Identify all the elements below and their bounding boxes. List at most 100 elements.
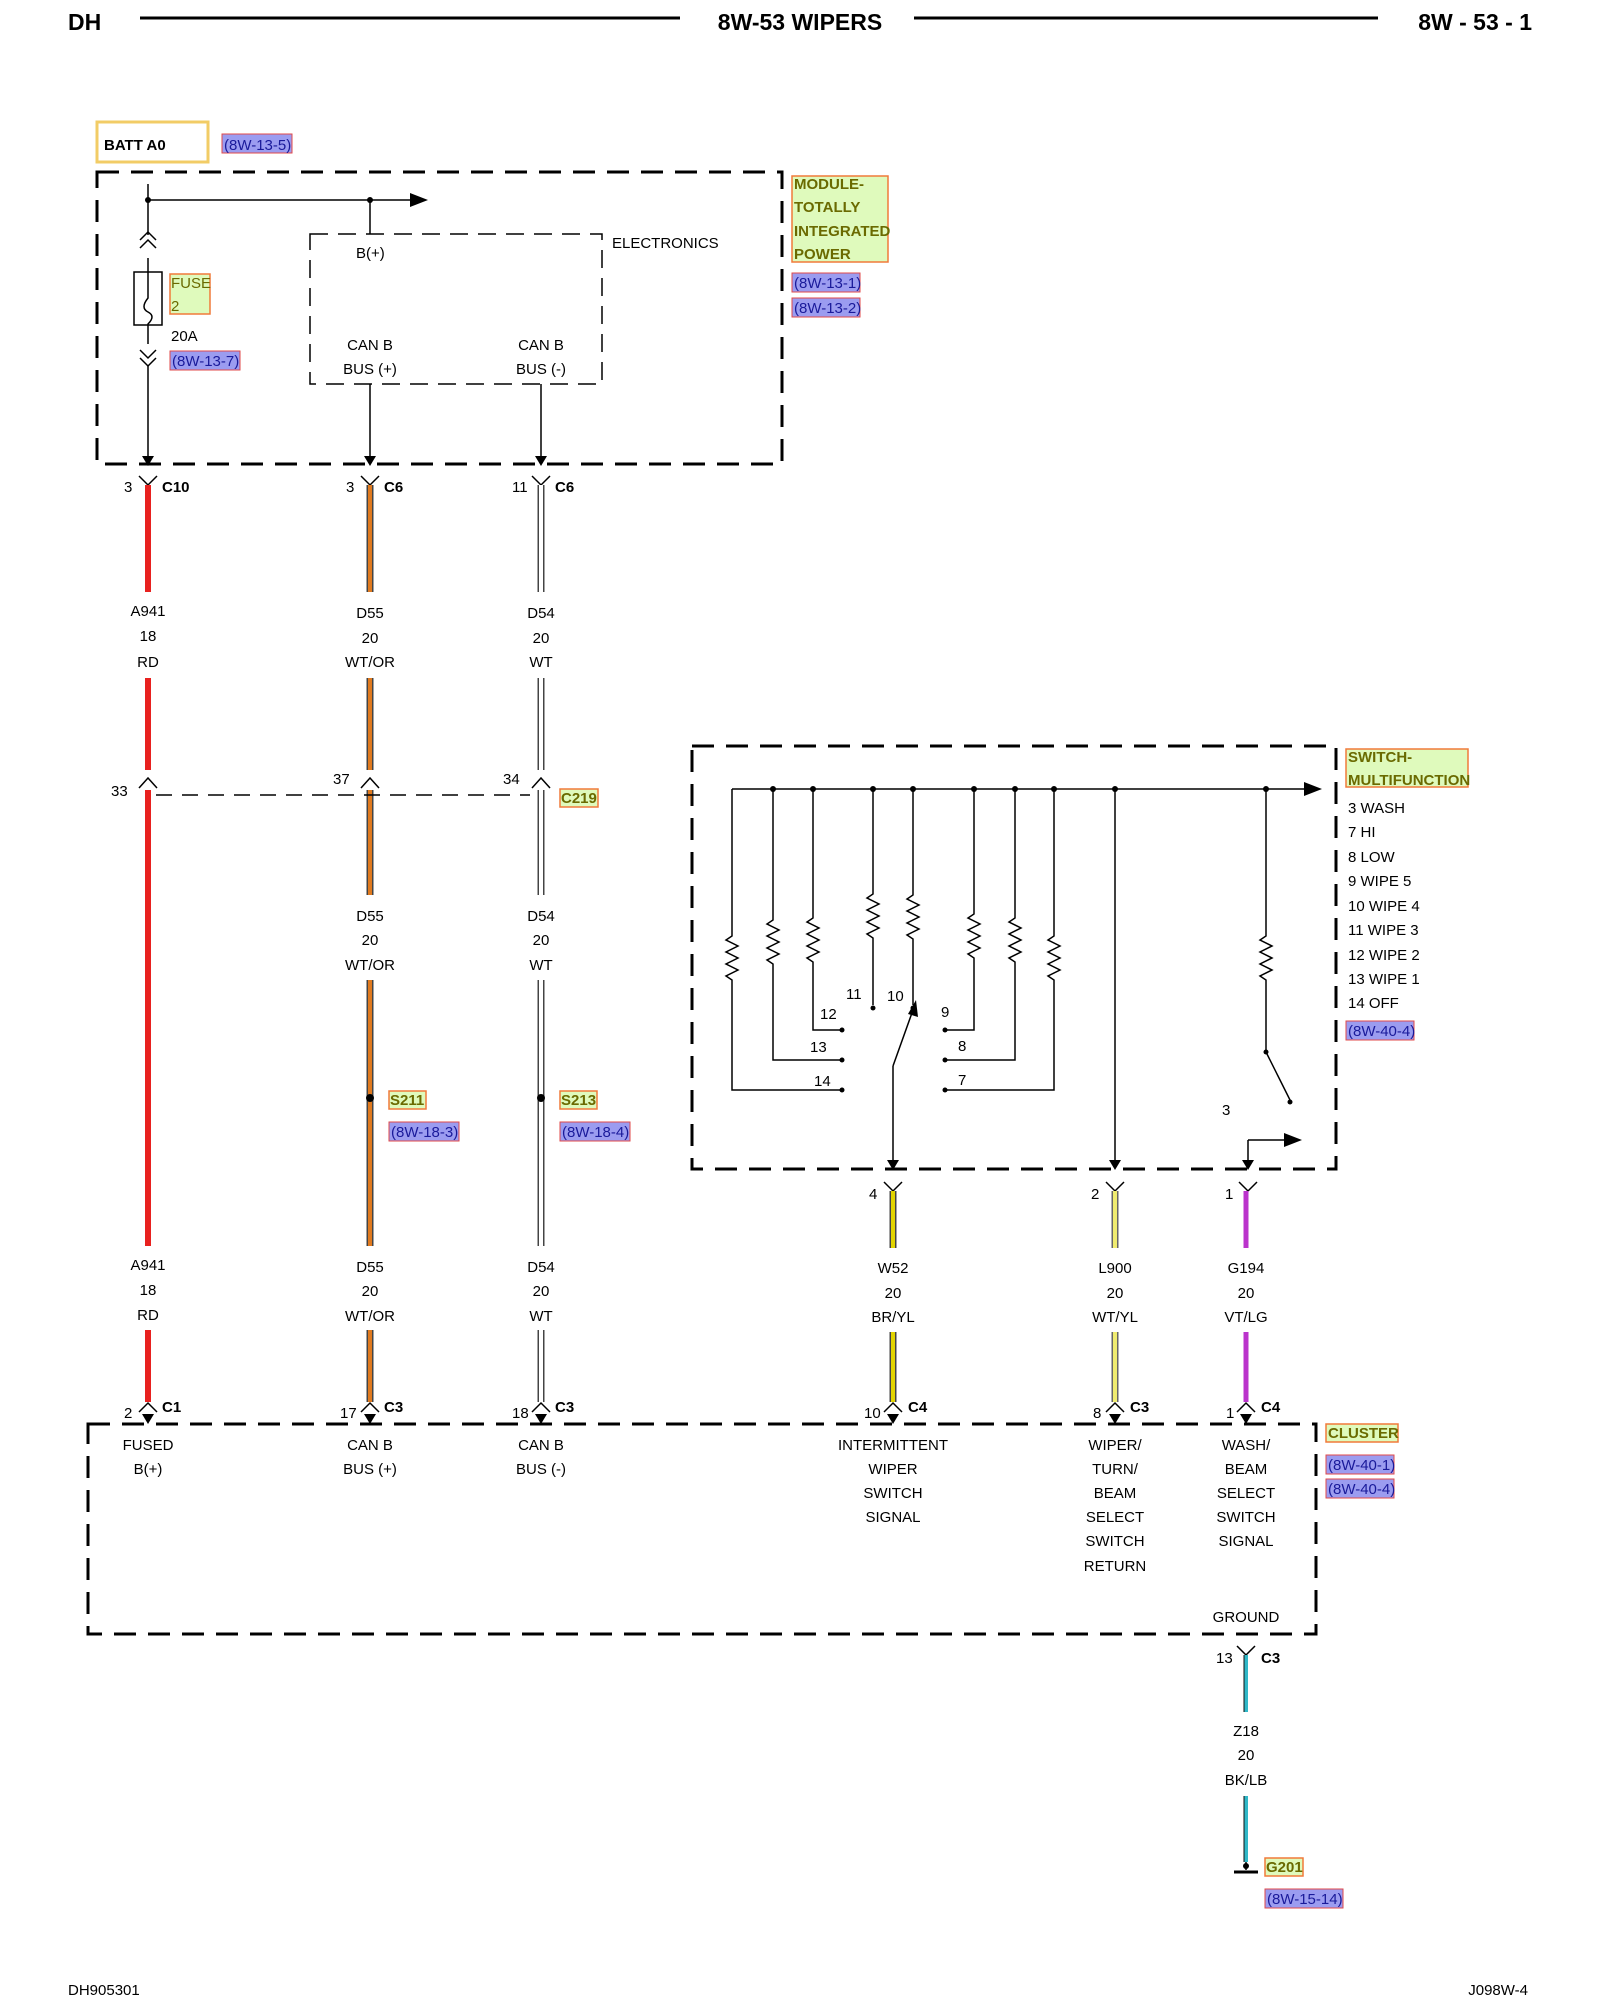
svg-text:10: 10 (864, 1405, 881, 1422)
tipm-connector-c10: 3 C10 (124, 475, 190, 496)
svg-text:D54: D54 (527, 1259, 555, 1276)
instrument-cluster: CLUSTER (8W-40-1) (8W-40-4) FUSED B(+) C… (86, 1422, 1399, 1636)
svg-text:D55: D55 (356, 908, 384, 925)
svg-text:WT: WT (529, 957, 552, 974)
cluster-can-neg-1: CAN B (518, 1437, 564, 1454)
svg-text:A941: A941 (130, 1257, 165, 1274)
switch-legend-8: 13 WIPE 1 (1348, 971, 1420, 988)
tipm-name-1: MODULE- (794, 176, 864, 193)
svg-text:L900: L900 (1098, 1260, 1131, 1277)
tipm-can-pos-2: BUS (+) (343, 361, 397, 378)
tipm-c6a-pin: 3 (346, 479, 354, 496)
svg-text:WT/OR: WT/OR (345, 957, 395, 974)
tipm-can-neg-2: BUS (-) (516, 361, 566, 378)
fuse-rating: 20A (171, 328, 198, 345)
cluster-intermittent-2: WIPER (868, 1461, 917, 1478)
tipm-name-3: INTEGRATED (794, 223, 891, 240)
svg-text:1: 1 (1226, 1405, 1234, 1422)
wire-label-w52: W52 20 BR/YL (871, 1260, 914, 1326)
svg-text:WT/YL: WT/YL (1092, 1309, 1138, 1326)
ground-g201: G201 (8W-15-14) (1234, 1857, 1344, 1909)
multifunction-switch: SWITCH- MULTIFUNCTION 3 WASH 7 HI 8 LOW … (690, 744, 1470, 1171)
cluster-input-arrows (142, 1414, 1252, 1424)
svg-text:20: 20 (1238, 1747, 1255, 1764)
svg-text:D55: D55 (356, 1259, 384, 1276)
tipm-c10-name: C10 (162, 479, 190, 496)
cluster-return-1: WIPER/ (1088, 1437, 1142, 1454)
cluster-can-pos-2: BUS (+) (343, 1461, 397, 1478)
svg-text:20: 20 (1238, 1285, 1255, 1302)
splice-s211-name: S211 (390, 1092, 424, 1109)
switch-name-2: MULTIFUNCTION (1348, 772, 1470, 789)
cluster-connector-c4-1: 1 C4 (1226, 1399, 1281, 1422)
switch-legend-6: 11 WIPE 3 (1348, 922, 1419, 939)
svg-text:C3: C3 (1130, 1399, 1149, 1416)
c219-pin-d54: 34 (503, 771, 520, 788)
svg-text:BK/LB: BK/LB (1225, 1772, 1268, 1789)
svg-text:13: 13 (1216, 1650, 1233, 1667)
svg-text:WT: WT (529, 1308, 552, 1325)
svg-text:20: 20 (885, 1285, 902, 1302)
svg-text:20: 20 (362, 932, 379, 949)
svg-text:20: 20 (533, 1283, 550, 1300)
footer-right: J098W-4 (1468, 1982, 1528, 1999)
wire-label-d54-upper: D54 20 WT (527, 605, 555, 671)
cluster-wash-4: SWITCH (1216, 1509, 1275, 1526)
svg-text:C3: C3 (1261, 1650, 1280, 1667)
tipm-ref-2: (8W-13-2) (794, 300, 861, 317)
svg-text:18: 18 (512, 1405, 529, 1422)
wire-label-g194: G194 20 VT/LG (1224, 1260, 1267, 1326)
cluster-wash-3: SELECT (1217, 1485, 1275, 1502)
svg-text:RD: RD (137, 654, 159, 671)
switch-legend-4: 9 WIPE 5 (1348, 873, 1411, 890)
wire-label-l900: L900 20 WT/YL (1092, 1260, 1138, 1326)
svg-text:RD: RD (137, 1307, 159, 1324)
switch-legend-2: 7 HI (1348, 824, 1376, 841)
svg-text:8: 8 (1093, 1405, 1101, 1422)
cluster-ground-label: GROUND (1213, 1609, 1280, 1626)
cluster-return-3: BEAM (1094, 1485, 1137, 1502)
svg-text:C3: C3 (555, 1399, 574, 1416)
switch-connector-pin-1: 1 (1225, 1181, 1258, 1203)
tipm-bplus-label: B(+) (356, 245, 385, 262)
switch-pos-14: 14 (814, 1073, 831, 1090)
wire-z18 (1243, 1655, 1248, 1862)
cluster-wash-2: BEAM (1225, 1461, 1268, 1478)
switch-legend-9: 14 OFF (1348, 995, 1399, 1012)
cluster-return-4: SELECT (1086, 1509, 1144, 1526)
cluster-ref-2: (8W-40-4) (1328, 1481, 1395, 1498)
page-header: DH 8W-53 WIPERS 8W - 53 - 1 (68, 9, 1532, 35)
cluster-intermittent-3: SWITCH (863, 1485, 922, 1502)
wire-label-d55-mid: D55 20 WT/OR (345, 908, 395, 974)
tipm-c6b-pin: 11 (512, 479, 528, 496)
batt-ref: (8W-13-5) (224, 137, 291, 154)
switch-connector-pin-4: 4 (869, 1181, 903, 1203)
svg-text:2: 2 (124, 1405, 132, 1422)
svg-text:20: 20 (1107, 1285, 1124, 1302)
wire-label-a941-upper: A941 18 RD (130, 603, 165, 671)
switch-pos-12: 12 (820, 1006, 837, 1023)
cluster-return-5: SWITCH (1085, 1533, 1144, 1550)
svg-text:1: 1 (1225, 1186, 1233, 1203)
svg-text:WT/OR: WT/OR (345, 654, 395, 671)
header-title: 8W-53 WIPERS (718, 9, 882, 35)
switch-pos-10: 10 (887, 988, 904, 1005)
tipm-c10-pin: 3 (124, 479, 132, 496)
cluster-connector-c3-18: 18 C3 (512, 1399, 574, 1422)
switch-legend-7: 12 WIPE 2 (1348, 947, 1420, 964)
svg-text:WT/OR: WT/OR (345, 1308, 395, 1325)
header-page-number: 8W - 53 - 1 (1418, 9, 1532, 35)
cluster-return-2: TURN/ (1092, 1461, 1139, 1478)
svg-text:D54: D54 (527, 605, 555, 622)
tipm-connector-c6-a: 3 C6 (346, 475, 403, 496)
svg-text:20: 20 (362, 630, 379, 647)
cluster-name: CLUSTER (1328, 1425, 1399, 1442)
tipm-module: ELECTRONICS MODULE- TOTALLY INTEGRATED P… (95, 170, 891, 466)
switch-legend-5: 10 WIPE 4 (1348, 898, 1420, 915)
c219-pin-d55: 37 (333, 771, 350, 788)
svg-text:17: 17 (340, 1405, 357, 1422)
ground-g201-name: G201 (1266, 1859, 1303, 1876)
switch-name-1: SWITCH- (1348, 749, 1412, 766)
splice-s213-ref: (8W-18-4) (562, 1124, 629, 1141)
